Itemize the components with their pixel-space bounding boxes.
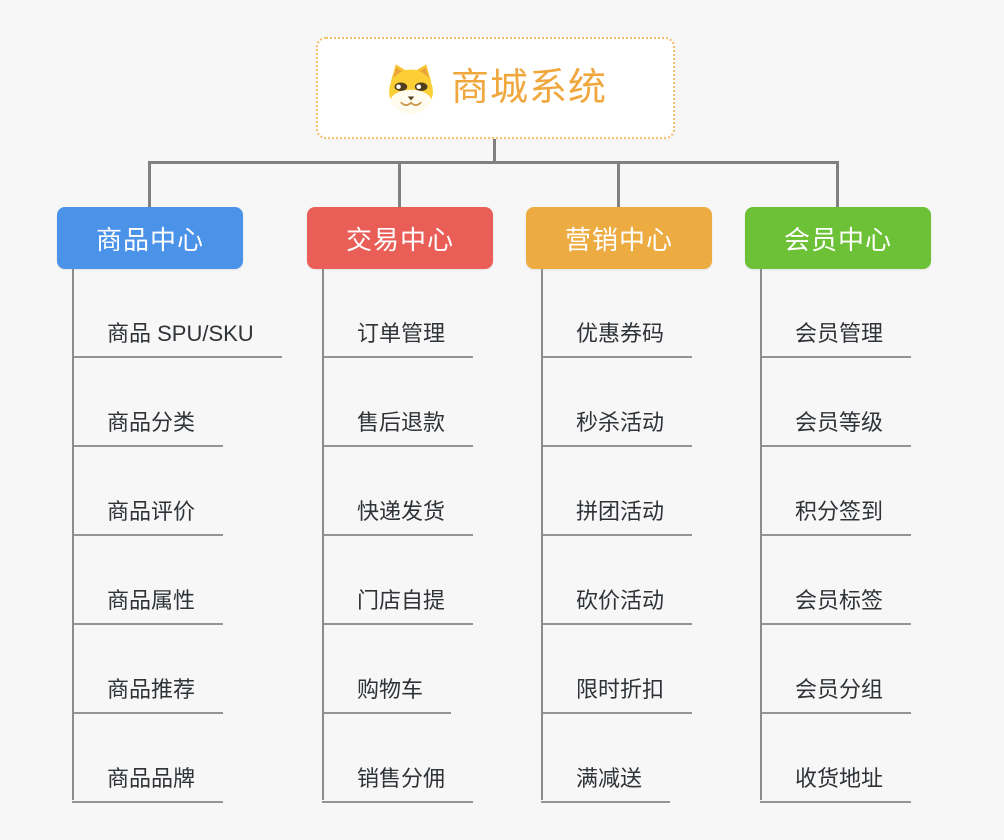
- leaf-node: 会员标签: [745, 536, 995, 625]
- connector-root-trunk: [493, 139, 496, 163]
- leaf-label[interactable]: 商品评价: [72, 494, 224, 536]
- leaf-label[interactable]: 售后退款: [322, 405, 474, 447]
- leaf-label[interactable]: 订单管理: [322, 316, 474, 358]
- leaf-label[interactable]: 秒杀活动: [541, 405, 693, 447]
- connector-column-trunk: [760, 269, 762, 800]
- leaf-node: 商品 SPU/SKU: [57, 269, 307, 358]
- leaf-label[interactable]: 销售分佣: [322, 761, 474, 803]
- leaf-node: 满减送: [526, 714, 776, 803]
- leaf-label[interactable]: 限时折扣: [541, 672, 693, 714]
- leaf-label[interactable]: 砍价活动: [541, 583, 693, 625]
- leaf-node: 砍价活动: [526, 536, 776, 625]
- doge-face-icon: [389, 64, 433, 114]
- leaf-node: 快递发货: [307, 447, 557, 536]
- connector-column-trunk: [541, 269, 543, 800]
- connector-stub-branch-4: [836, 161, 839, 207]
- leaf-node: 销售分佣: [307, 714, 557, 803]
- leaf-node: 门店自提: [307, 536, 557, 625]
- leaf-label[interactable]: 会员标签: [760, 583, 912, 625]
- leaf-node: 商品推荐: [57, 625, 307, 714]
- leaf-node: 商品分类: [57, 358, 307, 447]
- leaf-label[interactable]: 优惠券码: [541, 316, 693, 358]
- leaf-label[interactable]: 门店自提: [322, 583, 474, 625]
- leaf-label[interactable]: 会员等级: [760, 405, 912, 447]
- root-title: 商城系统: [450, 67, 607, 109]
- connector-stub-branch-3: [617, 161, 620, 207]
- leaf-node: 会员分组: [745, 625, 995, 714]
- leaf-label[interactable]: 拼团活动: [541, 494, 693, 536]
- leaf-node: 商品品牌: [57, 714, 307, 803]
- leaf-node: 订单管理: [307, 269, 557, 358]
- branch-label: 交易中心: [345, 224, 454, 255]
- leaf-label[interactable]: 商品分类: [72, 405, 224, 447]
- leaf-label[interactable]: 购物车: [322, 672, 452, 714]
- branch-node-trade-center[interactable]: 交易中心: [307, 207, 493, 269]
- leaf-label[interactable]: 商品推荐: [72, 672, 224, 714]
- connector-column-trunk: [322, 269, 324, 800]
- leaf-node: 限时折扣: [526, 625, 776, 714]
- branch-label: 营销中心: [564, 224, 673, 255]
- branch-node-marketing-center[interactable]: 营销中心: [526, 207, 712, 269]
- branch-label: 会员中心: [783, 224, 892, 255]
- connector-stub-branch-1: [148, 161, 151, 207]
- leaf-label[interactable]: 快递发货: [322, 494, 474, 536]
- branch-children-marketing-center: 优惠券码 秒杀活动 拼团活动 砍价活动 限时折扣 满减送: [526, 269, 776, 803]
- leaf-label[interactable]: 积分签到: [760, 494, 912, 536]
- leaf-label[interactable]: 会员分组: [760, 672, 912, 714]
- leaf-label[interactable]: 商品品牌: [72, 761, 224, 803]
- leaf-label[interactable]: 商品属性: [72, 583, 224, 625]
- branch-label: 商品中心: [95, 224, 204, 255]
- leaf-node: 商品属性: [57, 536, 307, 625]
- leaf-node: 售后退款: [307, 358, 557, 447]
- leaf-node: 会员等级: [745, 358, 995, 447]
- leaf-node: 收货地址: [745, 714, 995, 803]
- branch-children-product-center: 商品 SPU/SKU 商品分类 商品评价 商品属性 商品推荐 商品品牌: [57, 269, 307, 803]
- leaf-node: 商品评价: [57, 447, 307, 536]
- leaf-node: 拼团活动: [526, 447, 776, 536]
- connector-stub-branch-2: [398, 161, 401, 207]
- root-node-mall-system[interactable]: 商城系统: [316, 37, 675, 139]
- branch-children-member-center: 会员管理 会员等级 积分签到 会员标签 会员分组 收货地址: [745, 269, 995, 803]
- leaf-node: 购物车: [307, 625, 557, 714]
- leaf-node: 积分签到: [745, 447, 995, 536]
- leaf-node: 会员管理: [745, 269, 995, 358]
- leaf-label[interactable]: 满减送: [541, 761, 671, 803]
- branch-children-trade-center: 订单管理 售后退款 快递发货 门店自提 购物车 销售分佣: [307, 269, 557, 803]
- leaf-label[interactable]: 会员管理: [760, 316, 912, 358]
- leaf-node: 优惠券码: [526, 269, 776, 358]
- connector-column-trunk: [72, 269, 74, 800]
- leaf-label[interactable]: 收货地址: [760, 761, 912, 803]
- leaf-label[interactable]: 商品 SPU/SKU: [72, 316, 282, 358]
- branch-node-member-center[interactable]: 会员中心: [745, 207, 931, 269]
- connector-horizontal-rail: [149, 161, 839, 164]
- branch-node-product-center[interactable]: 商品中心: [57, 207, 243, 269]
- leaf-node: 秒杀活动: [526, 358, 776, 447]
